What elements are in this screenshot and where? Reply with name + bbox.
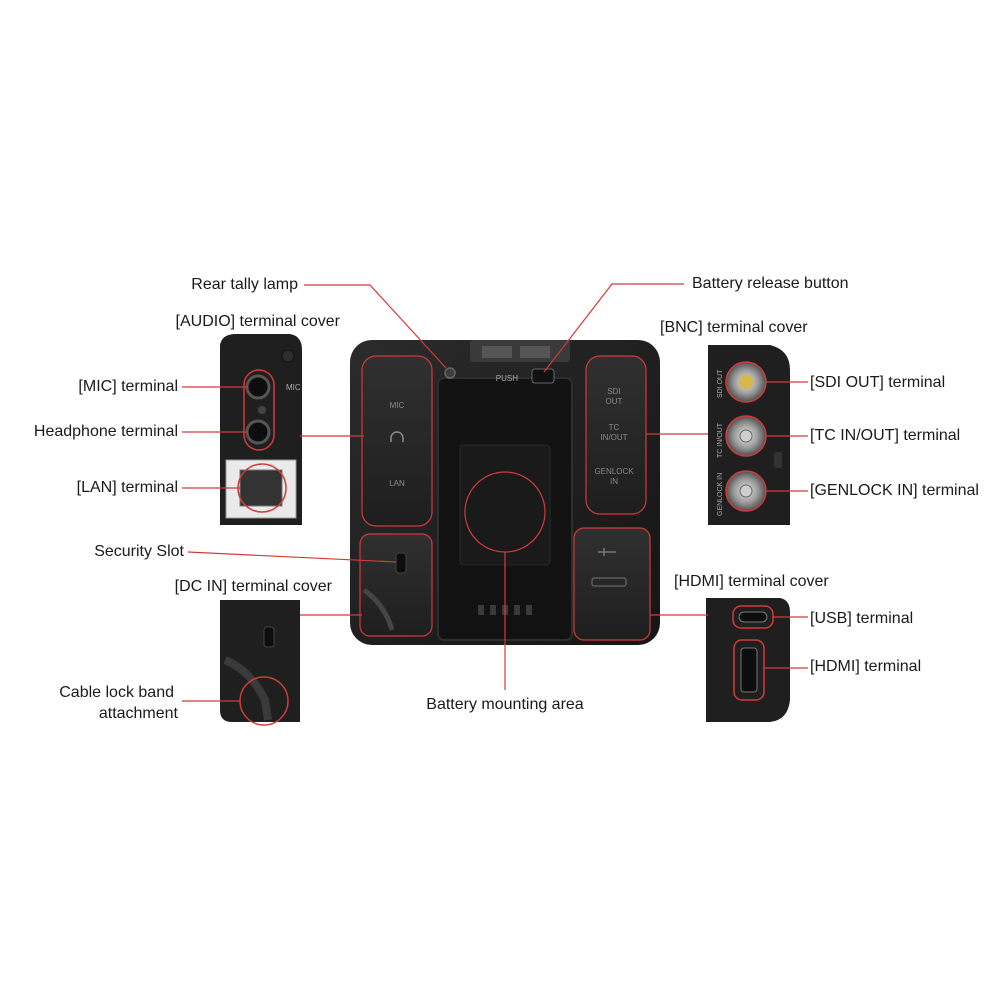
label-sdi-out: [SDI OUT] terminal xyxy=(810,374,946,391)
side-tc-print: TC IN/OUT xyxy=(717,422,724,458)
mic-jack-icon xyxy=(245,374,271,400)
push-print: PUSH xyxy=(496,374,518,383)
label-bnc-cover: [BNC] terminal cover xyxy=(660,319,808,336)
side-mic-print: MIC xyxy=(286,383,301,392)
label-audio-cover: [AUDIO] terminal cover xyxy=(175,313,340,330)
hdmi-cover-panel xyxy=(574,528,650,640)
rear-tally-lamp-icon xyxy=(444,367,456,379)
usb-port-icon xyxy=(738,611,768,623)
usb-print-icon xyxy=(598,548,616,556)
lan-jack-icon xyxy=(239,469,283,507)
headphone-icon xyxy=(390,431,404,442)
panel-sdi-print-1: SDI xyxy=(607,387,620,396)
label-hdmi-terminal: [HDMI] terminal xyxy=(810,658,922,675)
panel-mic-print: MIC xyxy=(390,401,405,410)
label-genlock-in: [GENLOCK IN] terminal xyxy=(810,482,979,499)
label-hdmi-cover: [HDMI] terminal cover xyxy=(674,573,829,590)
bnc-cover-panel xyxy=(586,356,646,514)
label-lan-terminal: [LAN] terminal xyxy=(76,479,178,496)
label-battery-mounting: Battery mounting area xyxy=(426,696,584,713)
audio-cover-panel xyxy=(362,356,432,526)
label-battery-release: Battery release button xyxy=(692,275,849,292)
side-sdi-print: SDI OUT xyxy=(717,369,724,398)
panel-lan-print: LAN xyxy=(389,479,405,488)
panel-sdi-print-2: OUT xyxy=(606,397,623,406)
panel-genlock-print-1: GENLOCK xyxy=(594,467,634,476)
label-cable-lock-1: Cable lock band xyxy=(59,684,174,701)
side-genlock-print: GENLOCK IN xyxy=(717,473,724,516)
panel-tc-print-2: IN/OUT xyxy=(600,433,627,442)
panel-tc-print-1: TC xyxy=(609,423,620,432)
hdmi-usb-detail xyxy=(706,598,790,722)
hdmi-port-icon xyxy=(740,647,758,693)
camera-main-body: PUSH MIC LAN SDI OUT TC IN/OUT GENLOCK I… xyxy=(350,340,660,645)
bnc-detail: SDI OUT TC IN/OUT GENLOCK IN xyxy=(708,345,790,525)
label-rear-tally-lamp: Rear tally lamp xyxy=(191,276,298,293)
hdmi-print-icon xyxy=(591,577,627,587)
label-dc-in-cover: [DC IN] terminal cover xyxy=(174,578,332,595)
label-headphone-terminal: Headphone terminal xyxy=(33,423,178,440)
headphone-jack-icon xyxy=(245,419,271,445)
label-cable-lock-2: attachment xyxy=(98,705,178,722)
battery-release-button-icon xyxy=(531,368,555,384)
label-tc-in-out: [TC IN/OUT] terminal xyxy=(810,427,961,444)
audio-lan-detail: MIC xyxy=(220,334,302,525)
label-security-slot: Security Slot xyxy=(94,543,184,560)
panel-genlock-print-2: IN xyxy=(610,477,618,486)
label-mic-terminal: [MIC] terminal xyxy=(78,378,178,395)
dc-in-detail xyxy=(220,600,300,726)
callout-lines xyxy=(182,283,808,702)
dc-in-cover-panel xyxy=(360,534,432,636)
label-usb-terminal: [USB] terminal xyxy=(810,610,914,627)
